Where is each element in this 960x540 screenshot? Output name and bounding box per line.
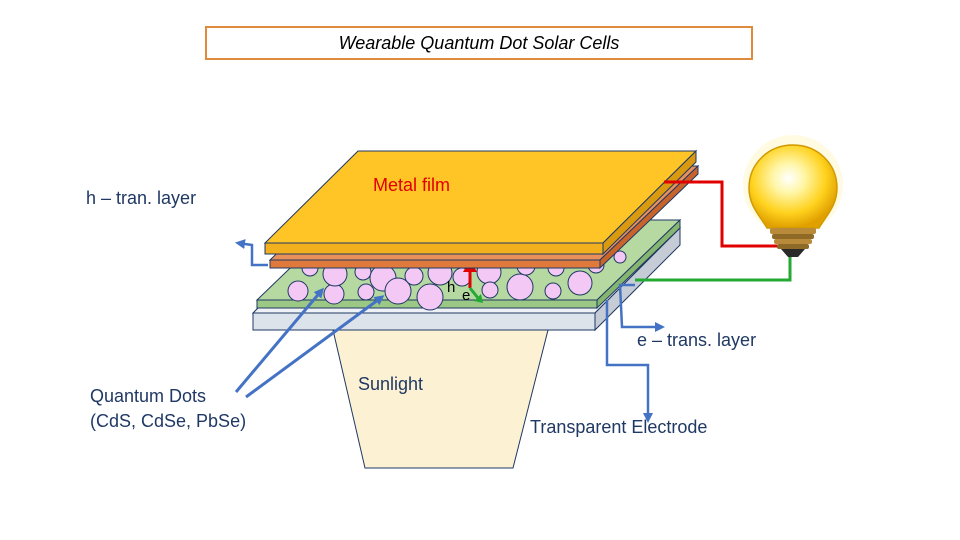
diagram-title: Wearable Quantum Dot Solar Cells xyxy=(338,32,620,53)
sunlight-label: Sunlight xyxy=(358,374,424,394)
sunlight-beam xyxy=(332,329,549,469)
hole-label: h xyxy=(447,279,456,296)
electron-label: e xyxy=(462,287,471,304)
light-bulb-icon xyxy=(743,135,843,257)
e-layer-label: e – trans. layer xyxy=(637,330,757,350)
electrode-arrow xyxy=(605,300,653,423)
metal-film-label: Metal film xyxy=(373,175,451,195)
electron-arrow xyxy=(468,287,480,299)
negative-wire xyxy=(635,255,792,282)
h-layer-arrow xyxy=(235,239,268,267)
qd-pointer-arrow-1 xyxy=(234,287,324,393)
title-box: Wearable Quantum Dot Solar Cells xyxy=(205,26,753,60)
e-layer-arrow xyxy=(618,283,665,332)
qd-pointer-arrow-2 xyxy=(245,295,385,399)
quantum-dots-materials-label: (CdS, CdSe, PbSe) xyxy=(90,411,247,431)
transparent-electrode-label: Transparent Electrode xyxy=(530,417,708,437)
quantum-dots-label: Quantum Dots xyxy=(90,386,207,406)
positive-wire xyxy=(664,180,780,248)
metal-film-layer xyxy=(263,149,698,256)
h-layer-label: h – tran. layer xyxy=(86,188,197,208)
